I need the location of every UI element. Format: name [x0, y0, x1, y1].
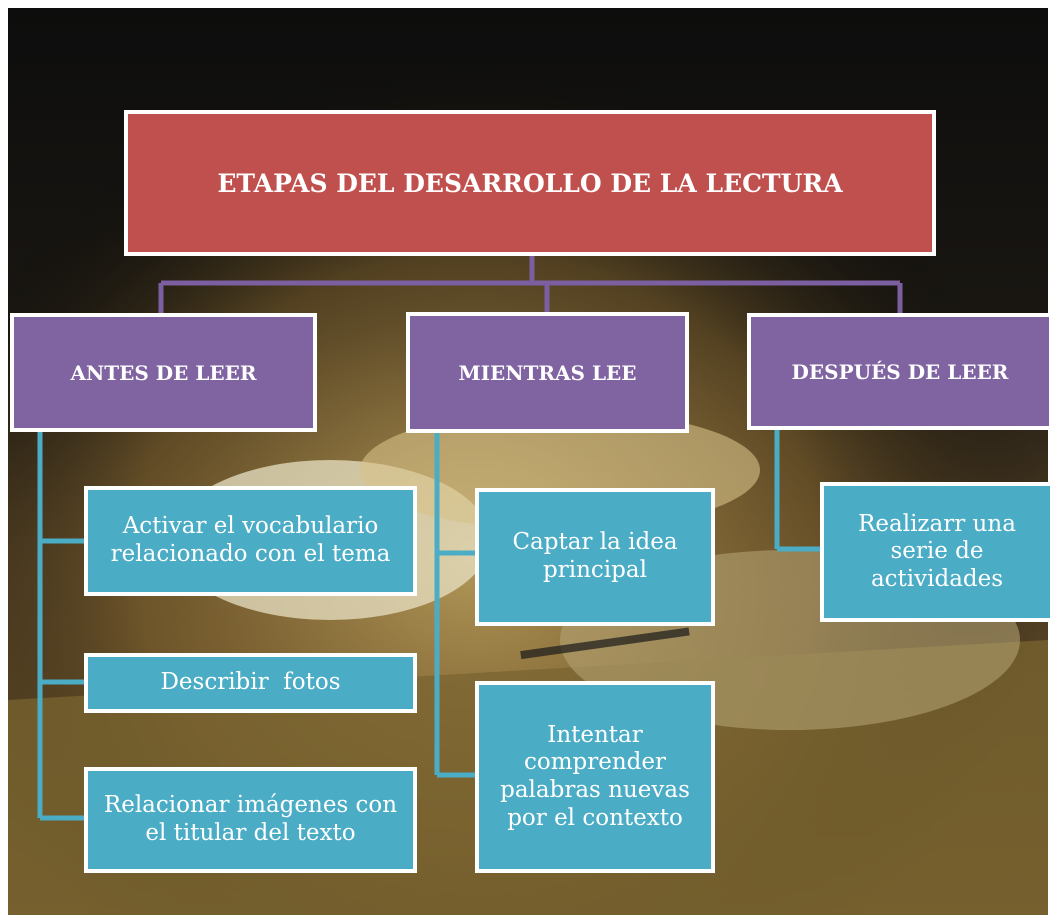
connector-title-stages — [158, 254, 903, 316]
item-activar-vocabulario: Activar el vocabulario relacionado con e… — [84, 486, 417, 596]
connector-mientras-items — [434, 430, 480, 778]
connector-antes-items — [37, 430, 88, 821]
stage-despues-de-leer: DESPUÉS DE LEER — [747, 313, 1053, 430]
item-intentar-comprender: Intentar comprender palabras nuevas por … — [475, 681, 715, 873]
item-describir-fotos: Describir fotos — [84, 653, 417, 713]
connector-despues-items — [774, 430, 824, 552]
title-box: ETAPAS DEL DESARROLLO DE LA LECTURA — [124, 110, 936, 256]
stage-mientras-lee: MIENTRAS LEE — [406, 312, 689, 433]
item-relacionar-imagenes: Relacionar imágenes con el titular del t… — [84, 767, 417, 873]
stage-antes-de-leer: ANTES DE LEER — [10, 313, 317, 432]
item-realizar-actividades: Realizarr una serie de actividades — [820, 482, 1054, 622]
item-captar-idea: Captar la idea principal — [475, 488, 715, 626]
